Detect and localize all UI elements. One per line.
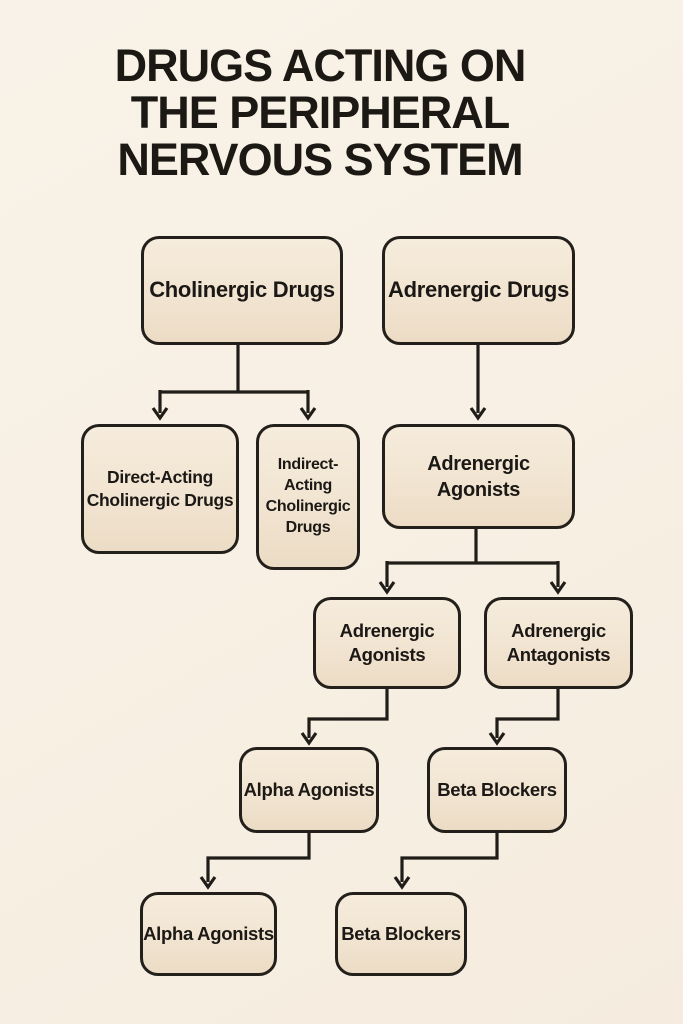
node-label: Direct-Acting Cholinergic Drugs [86,467,234,510]
node-beta-blockers: Beta Blockers [427,747,567,833]
arrowhead-direct-acting-icon [151,407,169,421]
arrowhead-adrenergic-agonists-icon [378,581,396,595]
node-adrenergic-antagonists: Adrenergic Antagonists [484,597,633,689]
arrowhead-beta-blockers-leaf-icon [393,876,411,890]
edge-cholinergic-split [158,343,310,413]
node-label: Alpha Agonists [143,922,274,944]
page-title-line-2: THE PERIPHERAL [130,87,511,138]
arrowhead-indirect-acting-icon [299,407,317,421]
arrowhead-adrenergic-antagonists-icon [549,581,567,595]
node-direct-acting-cholinergic-drugs: Direct-Acting Cholinergic Drugs [81,424,239,554]
node-indirect-acting-cholinergic-drugs: Indirect-Acting Cholinergic Drugs [256,424,360,570]
page-title-line-1: DRUGS ACTING ON [114,40,527,91]
node-label: Alpha Agonists [243,778,375,800]
node-adrenergic-agonists-mid: Adrenergic Agonists [382,424,575,529]
node-label: Beta Blockers [437,778,557,800]
node-label: Adrenergic Agonists [427,452,530,501]
edge-to-beta-blockers [495,689,560,738]
arrowhead-alpha-agonists-leaf-icon [199,876,217,890]
node-cholinergic-drugs: Cholinergic Drugs [141,236,343,345]
node-label: Indirect-Acting Cholinergic Drugs [265,456,351,536]
node-label: Beta Blockers [341,922,461,944]
page-title: DRUGS ACTING ON THE PERIPHERAL NERVOUS S… [30,42,610,183]
node-adrenergic-drugs: Adrenergic Drugs [382,236,575,345]
arrowhead-alpha-agonists-icon [300,732,318,746]
edge-to-alpha-agonists-leaf [206,833,311,882]
edge-to-alpha-agonists [307,689,389,738]
node-beta-blockers-leaf: Beta Blockers [335,892,467,976]
node-label: Adrenergic Drugs [387,277,570,303]
node-label: Cholinergic Drugs [149,277,335,303]
edge-to-beta-blockers-leaf [400,833,499,882]
node-adrenergic-agonists: Adrenergic Agonists [313,597,461,689]
edge-agonists-split [385,529,560,587]
arrowhead-beta-blockers-icon [488,732,506,746]
node-label: Adrenergic Agonists [339,619,435,665]
arrowhead-adrenergic-agonists-mid-icon [469,407,487,421]
node-label: Adrenergic Antagonists [506,619,611,665]
page-title-line-3: NERVOUS SYSTEM [117,134,523,185]
node-alpha-agonists-leaf: Alpha Agonists [140,892,277,976]
node-alpha-agonists: Alpha Agonists [239,747,379,833]
